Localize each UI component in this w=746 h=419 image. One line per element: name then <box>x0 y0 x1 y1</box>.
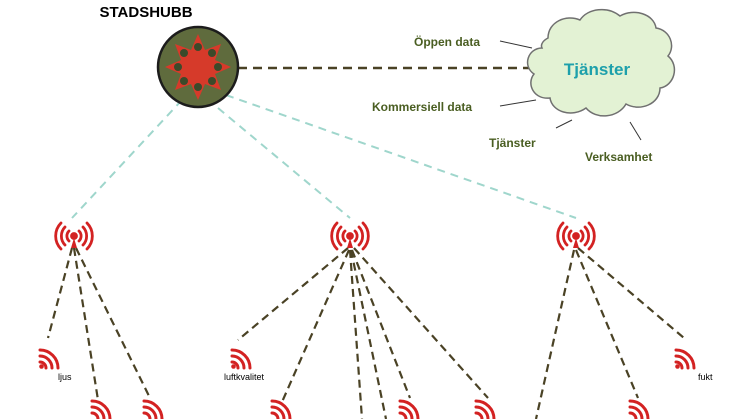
sensor-node <box>474 399 496 419</box>
antenna-center-sensor-link <box>348 249 364 419</box>
wifi-sensor-icon <box>474 399 496 419</box>
antenna-left <box>54 221 94 251</box>
sensor-label-humidity: fukt <box>698 372 713 382</box>
hub-to-antenna-center-link <box>217 107 351 219</box>
cloud-shape <box>526 8 676 117</box>
sensor-node <box>628 399 650 419</box>
wifi-sensor-icon <box>90 399 112 419</box>
antenna-center-sensor-link <box>280 249 351 403</box>
antenna-right <box>556 221 596 251</box>
antenna-center-sensor-link <box>349 249 388 419</box>
antenna-left-sensor-link <box>46 247 74 339</box>
hub-to-antenna-right-link <box>225 94 577 219</box>
antenna-right-sensor-link <box>574 249 640 399</box>
antenna-right-sensor-link <box>577 247 685 339</box>
operations-label: Verksamhet <box>585 150 652 164</box>
wifi-sensor-icon <box>38 348 60 370</box>
wifi-sensor-icon <box>674 348 696 370</box>
antenna-center <box>330 221 370 251</box>
sensor-node <box>230 348 252 370</box>
antenna-center-sensor-link <box>350 249 412 399</box>
radio-tower-icon <box>330 221 370 251</box>
annotation-pointer <box>629 121 642 141</box>
sensor-node <box>270 399 292 419</box>
cloud-label: Tjänster <box>564 60 631 79</box>
sensor-node <box>142 399 164 419</box>
antenna-center-sensor-link <box>353 247 489 399</box>
wifi-sensor-icon <box>230 348 252 370</box>
sensor-node <box>38 348 60 370</box>
antenna-center-sensor-link <box>237 247 349 341</box>
sensor-node <box>674 348 696 370</box>
wifi-sensor-icon <box>270 399 292 419</box>
connections <box>46 66 685 419</box>
hub-to-antenna-left-link <box>71 99 183 219</box>
annotation-pointer <box>499 40 533 49</box>
open-data-label: Öppen data <box>414 34 480 49</box>
city-hub-node: STADSHUBB <box>99 4 240 109</box>
annotation-pointer <box>555 119 573 129</box>
sensor-label-light: ljus <box>58 372 72 382</box>
services-cloud: Tjänster <box>526 8 676 117</box>
sensor-node <box>398 399 420 419</box>
sensor-label-air-quality: luftkvalitet <box>224 372 265 382</box>
wifi-sensor-icon <box>142 399 164 419</box>
antenna-right-sensor-link <box>534 249 576 419</box>
cloud-annotations: Öppen data Kommersiell data Tjänster Ver… <box>372 34 652 164</box>
radio-tower-icon <box>556 221 596 251</box>
wifi-sensor-icon <box>398 399 420 419</box>
antenna-left-sensor-link <box>72 247 100 401</box>
sensor-node <box>90 399 112 419</box>
services-label: Tjänster <box>489 136 536 150</box>
commercial-data-label: Kommersiell data <box>372 100 472 114</box>
wifi-sensor-icon <box>628 399 650 419</box>
radio-tower-icon <box>54 221 94 251</box>
antenna-left-sensor-link <box>75 247 151 399</box>
hub-title: STADSHUBB <box>99 4 192 21</box>
annotation-pointer <box>499 99 537 107</box>
hub-star-icon <box>165 34 231 100</box>
